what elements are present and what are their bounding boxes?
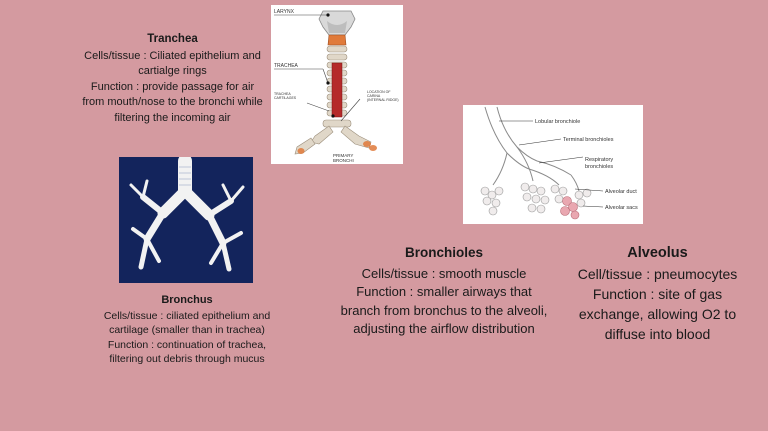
alveolus-function-text: Function : site of gas exchange, allowin… (578, 286, 737, 342)
label-carina-3: (INTERNAL RIDGE) (367, 98, 399, 102)
label-lobular: Lobular bronchiole (535, 119, 580, 125)
label-duct: Alveolar duct (605, 189, 637, 195)
bronchus-block: Bronchus Cells/tissue : ciliated epithel… (103, 293, 271, 366)
bronchus-function-text: Function : continuation of trachea, filt… (107, 338, 267, 365)
alveolus-block: Alveolus Cell/tissue : pneumocytes Funct… (560, 243, 755, 344)
label-trachea: TRACHEA (274, 63, 299, 69)
label-resp-1: Respiratory (585, 157, 613, 163)
label-larynx: LARYNX (274, 9, 295, 15)
label-primary-1: PRIMARY (333, 153, 353, 158)
alveolus-cells-text: Cell/tissue : pneumocytes (577, 266, 738, 282)
bronchioles-block: Bronchioles Cells/tissue : smooth muscle… (340, 244, 548, 339)
bronchus-diagram (119, 157, 253, 283)
label-carina-2: CARINA (367, 94, 381, 98)
bronchus-cells-text: Cells/tissue : ciliated epithelium and c… (103, 310, 271, 337)
label-resp-2: bronchioles (585, 164, 613, 170)
label-cartilages-2: CARTILAGES (274, 96, 297, 100)
bronchus-title: Bronchus (161, 294, 213, 306)
trachea-cells-text: Cells/tissue : Ciliated epithelium and c… (84, 49, 261, 78)
trachea-block: Tranchea Cells/tissue : Ciliated epithel… (80, 32, 265, 126)
label-sacs: Alveolar sacs (605, 205, 638, 211)
alveolus-title: Alveolus (627, 245, 688, 261)
bronchioles-diagram: Lobular bronchiole Terminal bronchioles … (463, 105, 643, 224)
label-terminal: Terminal bronchioles (563, 137, 614, 143)
bronchioles-cells-text: Cells/tissue : smooth muscle (361, 265, 527, 281)
label-cartilages-1: TRACHEA (274, 92, 291, 96)
bronchioles-function-text: Function : smaller airways that branch f… (340, 284, 548, 336)
trachea-diagram: LARYNX TRACHEA TRACHEA CARTILAGES LOCATI… (271, 5, 403, 164)
label-carina-1: LOCATION OF (367, 90, 390, 94)
trachea-function-text: Function : provide passage for air from … (82, 80, 263, 124)
trachea-title: Tranchea (147, 33, 198, 45)
label-primary-2: BRONCHI (333, 158, 354, 163)
bronchioles-title: Bronchioles (404, 245, 483, 260)
